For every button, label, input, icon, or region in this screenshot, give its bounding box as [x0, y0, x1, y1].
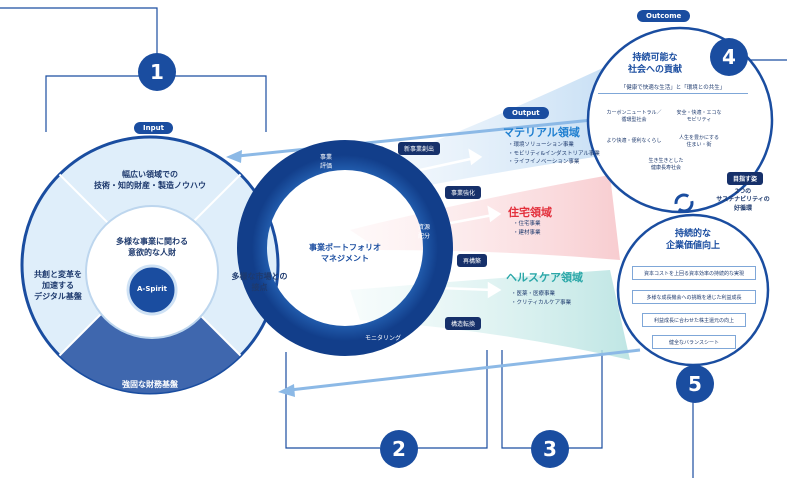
step-number-5: 5 — [676, 365, 714, 403]
housing-title: 住宅領域 — [508, 206, 552, 219]
housing-item: ・建材事業 — [513, 229, 541, 236]
material-item: ・モビリティ&インダストリアル事業 — [508, 150, 600, 157]
corporate-item: 資本コストを上回る資本効率の持続的な実現 — [632, 266, 756, 280]
corporate-item: 健全なバランスシート — [652, 335, 736, 349]
output-label: Output — [503, 107, 549, 119]
cycle-eval-label: 事業 評価 — [319, 154, 332, 170]
input-left-text: 共創と変革を 加速する デジタル基盤 — [34, 270, 82, 301]
cycle-center-text: 事業ポートフォリオ マネジメント — [309, 243, 381, 263]
tag-transform: 構造転換 — [445, 317, 482, 330]
healthcare-item: ・クリティカルケア事業 — [511, 299, 572, 306]
healthcare-title: ヘルスケア領域 — [506, 271, 583, 284]
step-number-2: 2 — [380, 430, 418, 468]
step-number-3: 3 — [531, 430, 569, 468]
input-bottom-text: 強固な財務基盤 — [122, 380, 178, 389]
aim-label: 目指す姿 — [727, 172, 764, 185]
input-core-text: 多様な事業に関わる 意欲的な人財 — [116, 237, 188, 257]
housing-list: ・住宅事業 ・建材事業 — [513, 220, 541, 237]
outcome-label: Outcome — [637, 10, 691, 22]
input-label: Input — [134, 122, 173, 134]
tag-restructure: 再構築 — [457, 254, 488, 267]
healthcare-item: ・医薬・医療事業 — [511, 291, 556, 297]
outcome-cell: 安全・快適・エコな モビリティ — [676, 110, 722, 123]
corporate-title: 持続的な 企業価値向上 — [665, 229, 720, 252]
step-number-1: 1 — [138, 53, 176, 91]
healthcare-list: ・医薬・医療事業 ・クリティカルケア事業 — [511, 290, 571, 307]
material-item: ・ライフイノベーション事業 — [508, 159, 580, 166]
corporate-item: 多様な成長機会への挑戦を通じた利益成長 — [632, 290, 756, 304]
outcome-cell: より快適・便利なくらし — [606, 138, 662, 144]
material-list: ・環境ソリューション事業 ・モビリティ&インダストリアル事業 ・ライフイノベーシ… — [508, 141, 600, 167]
material-item: ・環境ソリューション事業 — [508, 142, 574, 148]
input-top-text: 幅広い領域での 技術・知的財産・製造ノウハウ — [94, 170, 206, 190]
tag-strengthen: 事業強化 — [445, 186, 482, 199]
tag-new-business: 新事業創出 — [398, 142, 441, 155]
corporate-item: 利益成長に合わせた株主還元の向上 — [642, 313, 746, 327]
cycle-allocate-label: 資源 配分 — [417, 224, 430, 240]
aim-text: 2つの サステナビリティの 好循環 — [716, 188, 770, 212]
outcome-cell: 生き生きとした 健康長寿社会 — [648, 158, 684, 171]
outcome-subtitle: 「健康で快適な生活」と「環境との共生」 — [598, 83, 748, 94]
step-number-4: 4 — [710, 38, 748, 76]
material-title: マテリアル領域 — [503, 126, 580, 139]
outcome-cell: カーボンニュートラル／ 循環型社会 — [606, 110, 662, 123]
input-right-text: 多様な市場との 接点 — [231, 272, 288, 292]
outcome-cell: 人生を豊かにする 住まい・街 — [678, 135, 720, 148]
outcome-title: 持続可能な 社会への貢献 — [627, 53, 682, 76]
a-spirit-label: A-Spirit — [137, 285, 167, 293]
cycle-monitor-label: モニタリング — [364, 335, 401, 342]
housing-item: ・住宅事業 — [513, 221, 541, 227]
